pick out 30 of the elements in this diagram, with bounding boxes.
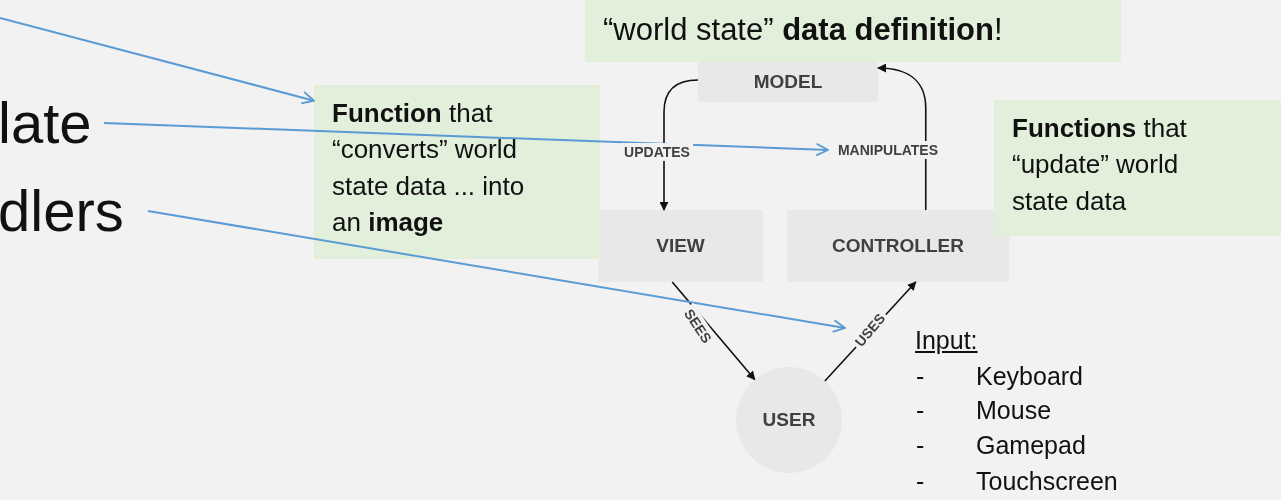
box-label: “world state” data definition!: [603, 11, 1003, 49]
note-box: [585, 0, 1121, 62]
list-bullet: -: [916, 396, 925, 425]
list-item: Gamepad: [976, 431, 1086, 460]
list-item: Keyboard: [976, 362, 1084, 391]
list-heading: Input:: [915, 326, 978, 355]
note-box: [314, 85, 600, 259]
note-box: [994, 100, 1281, 236]
heading-text: dlers: [0, 177, 124, 246]
arrow: [659, 79, 699, 211]
list-bullet: -: [916, 467, 925, 496]
box-label: CONTROLLER: [832, 234, 964, 258]
heading-text: late: [0, 89, 92, 158]
list-item: Mouse: [976, 396, 1052, 425]
process-box: [787, 210, 1009, 282]
box-label: USER: [762, 408, 816, 432]
arrow: [877, 63, 927, 211]
process-box: [698, 62, 878, 102]
list-item: Touchscreen: [976, 467, 1118, 496]
list-bullet: -: [916, 431, 925, 460]
box-label: Function that “converts” world state data ... into an image: [332, 97, 526, 240]
pointer-arrow: [0, 17, 315, 105]
box-label: MODEL: [753, 70, 823, 94]
list-bullet: -: [916, 362, 925, 391]
edge-label: UPDATES: [621, 143, 693, 161]
pointer-arrow: [147, 210, 846, 333]
box-label: VIEW: [656, 234, 705, 258]
process-box: [598, 210, 763, 282]
pointer-arrow: [103, 122, 829, 157]
box-label: Functions that “update” world state data: [1012, 112, 1188, 218]
